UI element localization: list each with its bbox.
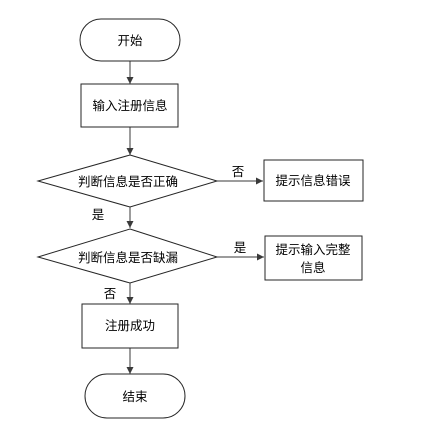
node-start: 开始 bbox=[79, 18, 181, 62]
node-error-tip: 提示信息错误 bbox=[263, 159, 364, 202]
edge-label-no-missing: 否 bbox=[104, 286, 117, 301]
node-complete-tip: 提示输入完整 信息 bbox=[264, 235, 363, 281]
edge-label-no-error: 否 bbox=[232, 164, 245, 179]
node-check-missing-label: 判断信息是否缺漏 bbox=[78, 250, 178, 265]
edge-label-yes-missing: 是 bbox=[234, 240, 247, 255]
node-complete-tip-label-line1: 提示输入完整 bbox=[275, 242, 351, 257]
node-check-correct-label: 判断信息是否正确 bbox=[78, 174, 178, 189]
node-complete-tip-label-line2: 信息 bbox=[300, 260, 325, 275]
edge-label-yes-continue: 是 bbox=[92, 207, 105, 222]
node-input-label: 输入注册信息 bbox=[92, 98, 167, 113]
node-input: 输入注册信息 bbox=[80, 83, 179, 128]
node-error-tip-label: 提示信息错误 bbox=[275, 173, 351, 188]
node-check-missing: 判断信息是否缺漏 bbox=[36, 228, 219, 284]
node-check-correct: 判断信息是否正确 bbox=[36, 154, 219, 208]
node-success-label: 注册成功 bbox=[105, 318, 155, 333]
node-end-label: 结束 bbox=[122, 389, 148, 404]
edges bbox=[126, 61, 264, 374]
node-start-label: 开始 bbox=[117, 33, 143, 48]
node-end: 结束 bbox=[84, 373, 186, 419]
node-success: 注册成功 bbox=[81, 303, 179, 349]
edge-labels: 否 是 是 否 bbox=[92, 164, 247, 301]
